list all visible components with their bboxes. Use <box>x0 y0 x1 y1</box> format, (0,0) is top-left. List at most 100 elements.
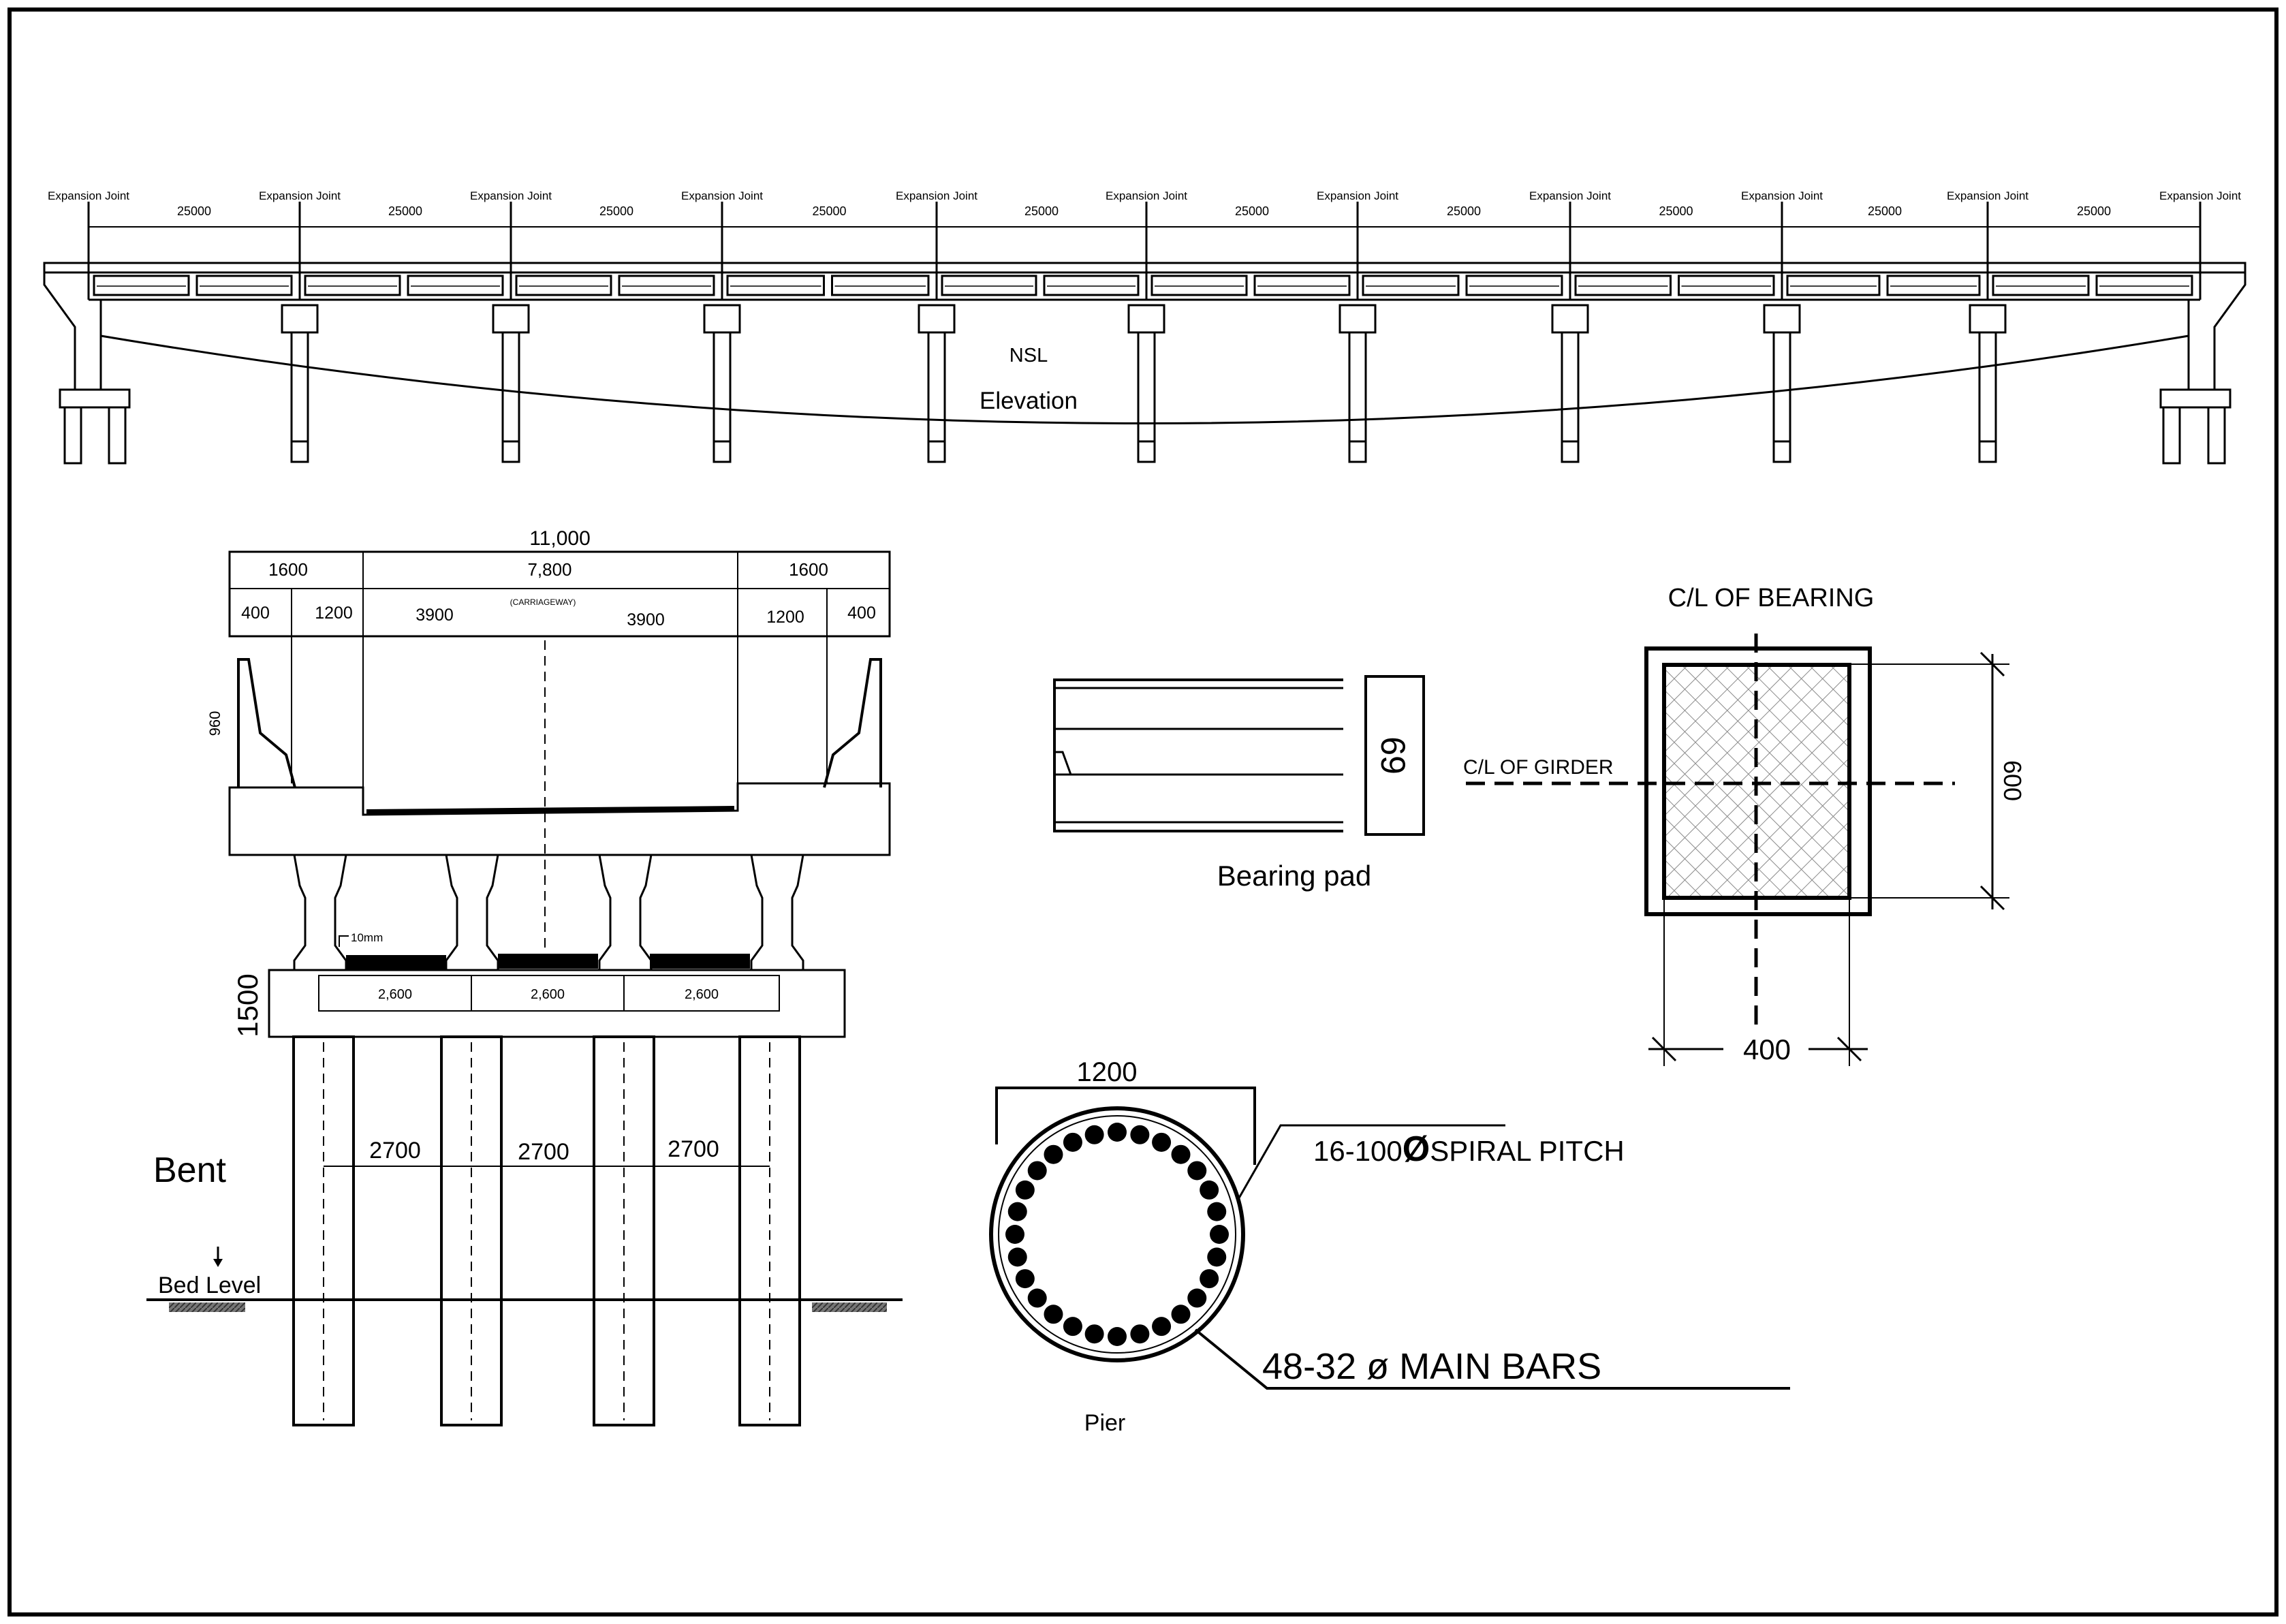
expansion-joint-label: Expansion Joint <box>1106 189 1187 202</box>
pier-cap-elevation <box>1763 304 1801 334</box>
pier-spiral-circle <box>998 1115 1236 1354</box>
main-rebar <box>1015 1180 1035 1200</box>
pier-outer-circle <box>989 1106 1245 1362</box>
girder-cell <box>1886 275 1981 296</box>
bearing-length-label: 600 <box>1999 760 2026 801</box>
main-rebar <box>1063 1132 1082 1152</box>
girder-cell <box>407 275 504 296</box>
cl-girder-label: C/L OF GIRDER <box>1463 756 1614 779</box>
spiral-label: 16-100ØSPIRAL PITCH <box>1313 1129 1625 1169</box>
main-rebar <box>1084 1324 1104 1344</box>
right-3900-label: 3900 <box>627 610 665 629</box>
expansion-joint-label: Expansion Joint <box>2159 189 2241 202</box>
pier-column-elevation <box>1978 331 1997 443</box>
pier-cap-elevation <box>281 304 319 334</box>
left-400-label: 400 <box>241 604 270 623</box>
girder-spacing-2: 2,600 <box>531 987 565 1002</box>
pile-spacing-3: 2700 <box>668 1136 719 1162</box>
girder-cell <box>1043 275 1140 296</box>
main-rebar <box>1187 1288 1207 1308</box>
right-abutment <box>2187 272 2246 391</box>
pier-column-elevation <box>501 331 520 443</box>
left-parapet <box>237 658 296 788</box>
pier-section <box>989 1087 1790 1390</box>
main-rebar <box>1200 1180 1219 1200</box>
elevation-title: Elevation <box>980 388 1078 414</box>
carriageway-label: (CARRIAGEWAY) <box>510 597 576 607</box>
span-length-label: 25000 <box>1447 204 1481 218</box>
girder-cell <box>1150 275 1248 296</box>
girder-spacing-1: 2,600 <box>378 987 412 1002</box>
pier-footing-elevation <box>501 440 520 463</box>
main-rebar <box>1044 1305 1063 1324</box>
main-rebar <box>1063 1317 1082 1337</box>
main-rebar <box>1027 1161 1047 1181</box>
carriageway-width-label: 7,800 <box>527 559 572 580</box>
bent-deck-slab <box>228 782 891 856</box>
pier-footing-elevation <box>1137 440 1156 463</box>
pier-diameter-label: 1200 <box>1077 1057 1138 1087</box>
pier-footing-elevation <box>713 440 732 463</box>
pier-footing-elevation <box>1561 440 1580 463</box>
girder-cell <box>93 275 190 296</box>
pile <box>593 1035 655 1426</box>
main-rebar <box>1171 1144 1191 1164</box>
pier-cap-elevation <box>1338 304 1377 334</box>
girder-cell <box>515 275 612 296</box>
girder-cell <box>2095 275 2193 296</box>
pier-column-elevation <box>1772 331 1791 443</box>
span-length-label: 25000 <box>1024 204 1059 218</box>
span-length-label: 25000 <box>812 204 846 218</box>
main-rebar <box>1108 1327 1127 1346</box>
expansion-joint-label: Expansion Joint <box>1947 189 2029 202</box>
girder-cell <box>1678 275 1775 296</box>
girder-cell <box>1992 275 2090 296</box>
main-rebar <box>1171 1305 1191 1324</box>
left-abutment <box>43 272 102 391</box>
girder-cell <box>1786 275 1881 296</box>
main-rebar <box>1027 1288 1047 1308</box>
girder-cell <box>1362 275 1460 296</box>
pile-spacing-2: 2700 <box>518 1139 569 1165</box>
span-length-label: 25000 <box>599 204 633 218</box>
pier-footing-elevation <box>1978 440 1997 463</box>
main-rebar <box>1130 1324 1150 1344</box>
girder-section <box>293 854 347 971</box>
girder-cell <box>1253 275 1351 296</box>
bed-level-label: Bed Level <box>158 1272 261 1298</box>
span-length-label: 25000 <box>1235 204 1269 218</box>
main-rebar <box>1044 1144 1063 1164</box>
girder-cell <box>941 275 1037 296</box>
nsl-label: NSL <box>1009 345 1048 366</box>
main-rebar <box>1200 1269 1219 1289</box>
girder-cell <box>304 275 401 296</box>
footpath-right-label: 1600 <box>789 559 828 580</box>
right-400-label: 400 <box>847 604 876 623</box>
pile-spacing-1: 2700 <box>369 1138 421 1164</box>
pile <box>292 1035 355 1426</box>
span-length-label: 25000 <box>2077 204 2111 218</box>
elevation-view <box>43 226 2246 465</box>
main-bars-label: 48-32 ø MAIN BARS <box>1262 1346 1601 1387</box>
cap-depth-label: 1500 <box>232 973 264 1037</box>
pier-column-elevation <box>1561 331 1580 443</box>
gap-label: 10mm <box>351 931 383 944</box>
girder-cell <box>618 275 715 296</box>
pier-cap-elevation <box>1551 304 1589 334</box>
pier-footing-elevation <box>1772 440 1791 463</box>
main-rebar <box>1005 1225 1024 1244</box>
spiral-suffix: SPIRAL PITCH <box>1430 1135 1625 1167</box>
expansion-joint-label: Expansion Joint <box>1317 189 1398 202</box>
expansion-joint-label: Expansion Joint <box>1529 189 1611 202</box>
bearing-plan-view <box>1466 634 2009 1066</box>
pile <box>738 1035 801 1426</box>
girder-cell <box>726 275 825 296</box>
pier-column-elevation <box>1137 331 1156 443</box>
span-length-label: 25000 <box>177 204 211 218</box>
sheet-border <box>7 7 2279 1617</box>
total-width-label: 11,000 <box>529 527 591 550</box>
main-rebar <box>1210 1225 1229 1244</box>
expansion-joint-label: Expansion Joint <box>681 189 763 202</box>
pier-cap-elevation <box>918 304 956 334</box>
